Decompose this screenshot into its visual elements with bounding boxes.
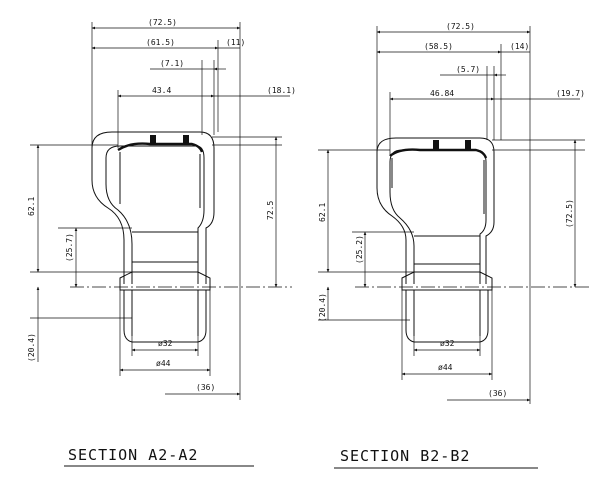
dim-a-height-62: 62.1 — [27, 197, 36, 216]
dim-b-height-72: (72.5) — [565, 199, 574, 228]
dim-b-dia-44: ø44 — [438, 363, 453, 372]
dim-b-height-25: (25.2) — [355, 235, 364, 264]
dim-b-width-46: 46.84 — [430, 89, 454, 98]
dim-a-width-36: (36) — [196, 383, 215, 392]
section-b-caption: SECTION B2-B2 — [340, 447, 470, 465]
dim-b-width-19: (19.7) — [556, 89, 585, 98]
section-a-caption: SECTION A2-A2 — [68, 446, 198, 464]
dim-a-width-11: (11) — [226, 38, 245, 47]
section-b-dimensions: (72.5) (58.5) (14) (5.7) 46.84 (19.7) 62… — [318, 22, 585, 465]
section-a-dimensions: (72.5) (61.5) (11) (7.1) 43.4 (18.1) 62.… — [27, 18, 296, 464]
dim-b-dia-32: ø32 — [440, 339, 455, 348]
dim-a-width-61: (61.5) — [146, 38, 175, 47]
dim-a-height-72: 72.5 — [266, 201, 275, 220]
section-a-drawing — [30, 22, 292, 467]
dim-b-width-14: (14) — [510, 42, 529, 51]
dim-a-overall-width: (72.5) — [148, 18, 177, 27]
dim-b-width-36: (36) — [488, 389, 507, 398]
dim-a-width-7: (7.1) — [160, 59, 184, 68]
dim-a-height-20: (20.4) — [27, 333, 36, 362]
dim-a-height-25: (25.7) — [65, 233, 74, 262]
section-b-drawing — [318, 26, 590, 469]
dim-b-width-58: (58.5) — [424, 42, 453, 51]
dim-a-width-18: (18.1) — [267, 86, 296, 95]
dim-a-width-43: 43.4 — [152, 86, 171, 95]
dim-b-overall-width: (72.5) — [446, 22, 475, 31]
dim-b-height-20: (20.4) — [318, 293, 327, 322]
dim-b-width-5: (5.7) — [456, 65, 480, 74]
dim-a-dia-44: ø44 — [156, 359, 171, 368]
dim-b-height-62: 62.1 — [318, 203, 327, 222]
dim-a-dia-32: ø32 — [158, 339, 173, 348]
